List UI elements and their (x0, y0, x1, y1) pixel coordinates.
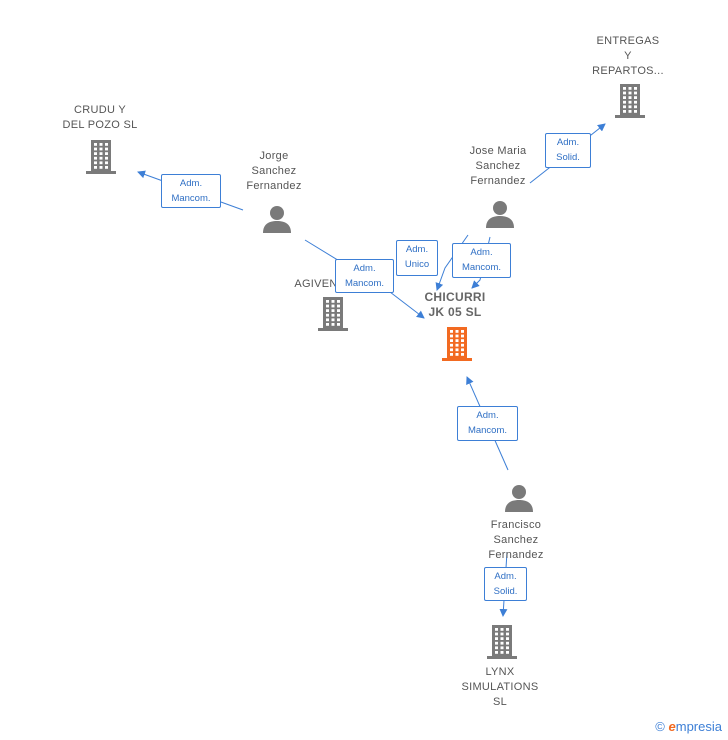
edge-label-line: Adm. (494, 571, 517, 582)
node-label-line: Fernandez (246, 180, 302, 192)
empresia-brand: © empresia (655, 719, 722, 734)
edge-label-jorge-crudu[interactable]: Adm. Mancom. (161, 174, 221, 208)
edge-label-line: Adm. (556, 137, 580, 148)
edge-label-line: Mancom. (344, 278, 385, 289)
edge-label-jose-chicurri[interactable]: Adm. Mancom. (452, 243, 511, 278)
node-label-agiven[interactable]: AGIVEN (251, 277, 381, 292)
node-label-line: AGIVEN (294, 278, 338, 290)
node-label-line: Sanchez (493, 534, 539, 546)
edge-label-line: Mancom. (467, 425, 508, 436)
edge-label-line: Adm. (405, 244, 429, 255)
node-icon-entregas[interactable] (613, 83, 647, 124)
node-label-line: Jorge (259, 150, 289, 162)
building-icon (86, 140, 116, 174)
node-icon-jorge[interactable] (262, 204, 292, 239)
edge-label-jose-chicurri[interactable]: Adm. Unico (396, 240, 438, 276)
node-label-line: ENTREGAS (596, 35, 660, 47)
node-label-line: Francisco (490, 519, 542, 531)
building-icon (442, 327, 472, 361)
node-label-line: DEL POZO SL (62, 119, 138, 131)
node-icon-francisco[interactable] (504, 483, 534, 518)
node-label-line: CHICURRI (424, 290, 486, 304)
node-label-line: Fernandez (470, 175, 526, 187)
edge-label-line: Solid. (493, 586, 518, 597)
edge-label-line: Solid. (556, 152, 580, 163)
edge-label-line: Adm. (476, 410, 499, 421)
node-icon-crudu[interactable] (84, 139, 118, 180)
edge-label-francisco-lynx[interactable]: Adm. Solid. (484, 567, 527, 601)
node-label-line: JK 05 SL (428, 305, 482, 319)
node-label-line: CRUDU Y (73, 104, 126, 116)
brand-name: mpresia (675, 719, 722, 734)
building-icon (487, 625, 517, 659)
node-label-line: Y (624, 50, 632, 62)
node-icon-lynx[interactable] (485, 624, 519, 665)
edge-label-jorge-chicurri[interactable]: Adm. Mancom. (335, 259, 394, 293)
node-label-line: SL (492, 696, 508, 708)
edge-label-francisco-chicurri[interactable]: Adm. Mancom. (457, 406, 518, 441)
node-icon-chicurri[interactable] (440, 326, 474, 367)
edge-label-line: Adm. (353, 263, 376, 274)
node-icon-agiven[interactable] (316, 296, 350, 337)
building-icon (615, 84, 645, 118)
node-label-lynx[interactable]: LYNX SIMULATIONS SL (435, 665, 565, 710)
node-label-entregas[interactable]: ENTREGAS Y REPARTOS... (563, 34, 693, 79)
node-label-line: Fernandez (488, 549, 544, 561)
person-icon (263, 206, 291, 233)
edge-label-line: Mancom. (171, 193, 211, 204)
edge-label-line: Adm. (179, 178, 203, 189)
node-label-crudu[interactable]: CRUDU Y DEL POZO SL (35, 103, 165, 133)
node-label-line: Sanchez (251, 165, 297, 177)
node-icon-jose[interactable] (485, 199, 515, 234)
node-label-line: SIMULATIONS (461, 681, 539, 693)
node-label-line: Jose Maria (469, 145, 527, 157)
node-label-line: REPARTOS... (592, 65, 664, 77)
edge-label-line: Adm. (470, 247, 493, 258)
node-label-line: Sanchez (475, 160, 521, 172)
edge-label-line: Mancom. (461, 262, 502, 273)
copyright-symbol: © (655, 719, 665, 734)
person-icon (486, 201, 514, 228)
edge-label-jose-entregas[interactable]: Adm. Solid. (545, 133, 591, 168)
node-label-line: LYNX (485, 666, 515, 678)
brand-initial: e (668, 719, 676, 734)
building-icon (318, 297, 348, 331)
edge-label-line: Unico (404, 259, 430, 270)
person-icon (505, 485, 533, 512)
